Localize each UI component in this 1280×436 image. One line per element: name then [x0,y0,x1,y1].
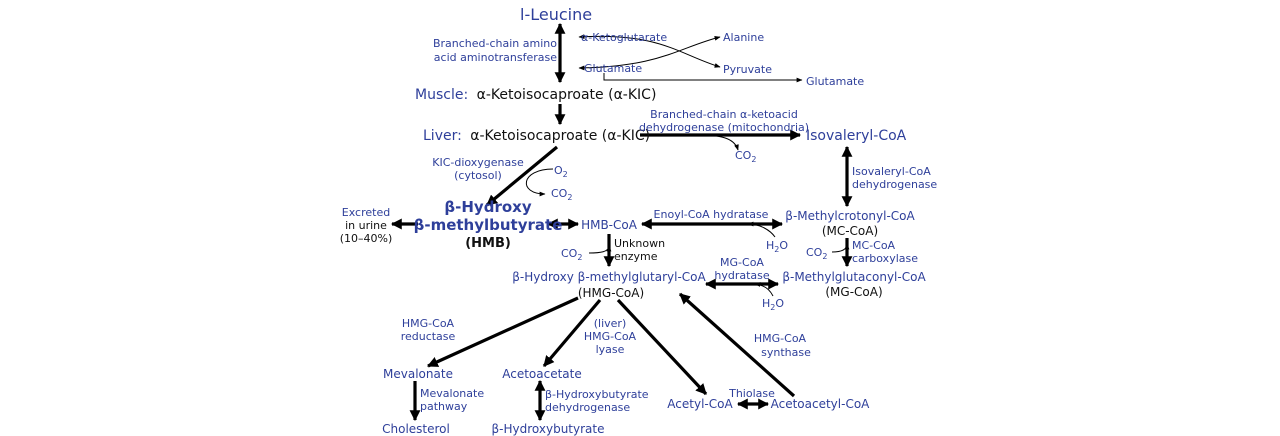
thiolase-label: Thiolase [728,387,775,400]
hmg-coa-label: β-Hydroxy β-methylglutaryl-CoA [512,270,706,284]
arrow-mc-co2 [831,243,850,253]
lyase-label-line1: (liver) [594,317,627,330]
kic-dioxygenase-label-line1: KIC-dioxygenase [432,156,524,169]
glutamate-right-label: Glutamate [806,75,864,88]
arrow-transamination-b [578,35,721,71]
bcat-label-line1: Branched-chain amino [433,37,557,50]
alanine-label: Alanine [723,31,764,44]
acetoacetyl-coa-label: Acetoacetyl-CoA [771,397,871,411]
mc-coa-abbr-label: (MC-CoA) [822,224,878,238]
ivd-label-line1: Isovaleryl-CoA [852,165,931,178]
arrow-enoyl-h2o [747,221,776,238]
arrow-glutamate-export [603,73,803,83]
hmg-coa-abbr-label: (HMG-CoA) [578,286,644,300]
bckdh-label-line1: Branched-chain α-ketoacid [650,108,798,121]
mevalonate-pathway-label-line1: Mevalonate [420,387,484,400]
pyruvate-label: Pyruvate [723,63,772,76]
mg-hydratase-label-line2: hydratase [714,269,770,282]
muscle-kic-label: Muscle: α-Ketoisocaproate (α-KIC) [415,87,656,103]
hmgcr-label-line2: reductase [401,330,456,343]
lyase-label-line2: HMG-CoA [584,330,637,343]
mevalonate-label: Mevalonate [383,367,453,381]
b-hydroxybutyrate-label: β-Hydroxybutyrate [492,422,605,436]
mg-coa-label: β-Methylglutaconyl-CoA [782,270,926,284]
h2o-mg-label: H2O [762,297,784,312]
liver-kic-label: Liver: α-Ketoisocaproate (α-KIC) [423,128,650,144]
co2-kic-label: CO2 [551,187,572,202]
ivd-label-line2: dehydrogenase [852,178,937,191]
hmgcs-label-line2: synthase [761,346,811,359]
mg-hydratase-label-line1: MG-CoA [720,256,764,269]
mcc-label-line2: carboxylase [852,252,918,265]
hmb-label-line2: β-methylbutyrate [414,216,563,234]
excreted-label-line1: Excreted [342,206,390,219]
o2-label: O2 [554,164,568,179]
acetoacetate-label: Acetoacetate [502,367,582,381]
hmb-abbr-label: (HMB) [465,236,511,251]
co2-unknown-label: CO2 [561,247,582,262]
arrow-kic-hmb [485,145,559,207]
excreted-label-line3: (10–40%) [340,232,393,245]
arrow-hmg-coa-mevalonate [427,296,579,368]
hmgcr-label-line1: HMG-CoA [402,317,455,330]
bhbdh-label-line1: β-Hydroxybutyrate [545,388,649,401]
leucine-label: l-Leucine [520,5,592,24]
arrow-bckdh-co2 [699,134,739,151]
co2-bckdh-label: CO2 [735,149,756,164]
hmb-label-line1: β-Hydroxy [444,198,531,216]
bckdh-label-line2: dehydrogenase (mitochondria) [639,121,809,134]
glutamate-left-label: Glutamate [584,62,642,75]
arrow-kic-diox-cofactors [526,168,554,197]
co2-mc-label: CO2 [806,246,827,261]
isovaleryl-coa-label: Isovaleryl-CoA [806,128,907,144]
unknown-enzyme-label-line1: Unknown [614,237,665,250]
h2o-enoyl-label: H2O [766,239,788,254]
a-ketoglutarate-label: α-Ketoglutarate [581,31,667,44]
hmb-coa-label: HMB-CoA [581,218,638,232]
mevalonate-pathway-label-line2: pathway [420,400,468,413]
enoyl-coa-hydratase-label: Enoyl-CoA hydratase [654,208,769,221]
mcc-label-line1: MC-CoA [852,239,896,252]
arrow-mg-h2o [754,282,774,297]
unknown-enzyme-label-line2: enzyme [614,250,658,263]
arrow-hmg-coa-acetoacetate [542,298,602,368]
arrow-hmg-coa-acetoacetyl-coa [678,292,796,398]
mc-coa-label: β-Methylcrotonyl-CoA [785,209,915,223]
acetyl-coa-label: Acetyl-CoA [667,397,733,411]
bhbdh-label-line2: dehydrogenase [545,401,630,414]
cholesterol-label: Cholesterol [382,422,450,436]
hmgcs-label-line1: HMG-CoA [754,332,807,345]
mg-coa-abbr-label: (MG-CoA) [825,285,882,299]
kic-dioxygenase-label-line2: (cytosol) [454,169,502,182]
arrow-hmg-coa-acetyl-coa [616,298,708,396]
excreted-label-line2: in urine [345,219,387,232]
arrow-unknown-co2 [588,245,612,254]
lyase-label-line3: lyase [596,343,625,356]
bcat-label-line2: acid aminotransferase [434,51,557,64]
